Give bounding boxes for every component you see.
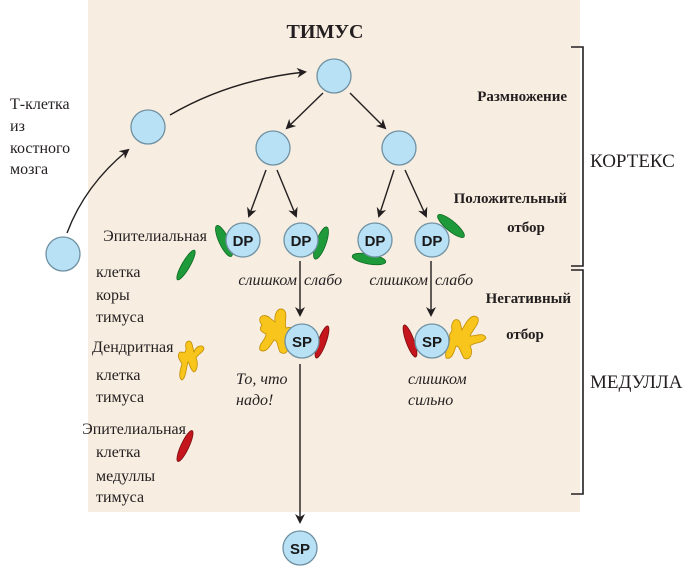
too-weak-right-1: слишком <box>369 272 428 289</box>
too-weak-left-2: слабо <box>304 272 342 289</box>
legend-line: клетка <box>96 264 140 281</box>
medulla-bracket <box>571 269 584 495</box>
legend-line: Эпителиальная <box>82 421 187 438</box>
sp-cell-label: SP <box>292 334 312 351</box>
legend-line: тимуса <box>96 489 144 506</box>
legend-cortex-epithelial: Эпителиальная клетка коры тимуса <box>96 228 208 326</box>
source-label: Т-клетка из костного мозга <box>10 96 70 178</box>
cortex-epithelial-cell <box>437 214 465 238</box>
dividing-cell <box>255 130 291 166</box>
legend-line: тимуса <box>96 309 144 326</box>
sp-cell-label: SP <box>422 334 442 351</box>
cortex-bracket <box>571 46 584 267</box>
source-label-line: Т-клетка <box>10 96 70 113</box>
sp-cell-label: SP <box>290 541 310 558</box>
dp-cell-label: DP <box>233 233 254 250</box>
just-right-1: То, что <box>236 371 288 388</box>
proliferation-arrow <box>285 92 324 130</box>
source-label-line: мозга <box>10 161 48 178</box>
medulla-epithelial-cell <box>402 324 418 358</box>
stage-positive-selection-2: отбор <box>507 220 545 236</box>
mature-sp-cell: SP <box>282 530 318 566</box>
stage-proliferation: Размножение <box>477 89 567 105</box>
too-weak-left-1: слишком <box>238 272 297 289</box>
legend-line: тимуса <box>96 389 144 406</box>
too-weak-right-2: слабо <box>435 272 473 289</box>
legend-line: клетка <box>96 444 140 461</box>
legend-medulla-epithelial: Эпителиальная клетка медуллы тимуса <box>82 421 187 506</box>
region-cortex: КОРТЕКС <box>590 151 675 172</box>
source-label-line: костного <box>10 140 70 157</box>
dp-cell-label: DP <box>422 233 443 250</box>
precursor-cell <box>45 236 81 272</box>
legend-line: Эпителиальная <box>103 228 208 245</box>
dp-cell: DP <box>357 222 393 258</box>
dp-cell: DP <box>283 222 319 258</box>
legend-dendritic-icon <box>177 340 205 381</box>
migration-arrow-1 <box>66 148 130 234</box>
legend-line: клетка <box>96 367 140 384</box>
legend-line: Дендритная <box>92 339 174 356</box>
branch-arrow <box>276 169 298 218</box>
just-right-2: надо! <box>236 392 273 409</box>
legend-dendritic: Дендритная клетка тимуса <box>92 339 174 406</box>
dividing-cell <box>381 130 417 166</box>
branch-arrow <box>376 169 395 218</box>
source-label-line: из <box>10 118 25 135</box>
stage-negative-selection-2: отбор <box>506 327 544 343</box>
dp-cell-label: DP <box>365 233 386 250</box>
stage-negative-selection-1: Негативный <box>486 291 572 307</box>
legend-line: коры <box>96 287 130 304</box>
legend-cortex-epithelial-icon <box>176 249 196 281</box>
dp-cell-label: DP <box>291 233 312 250</box>
stage-positive-selection-1: Положительный <box>454 191 568 207</box>
precursor-cell <box>316 58 352 94</box>
legend-line: медуллы <box>96 468 155 485</box>
dp-cell: DP <box>414 222 450 258</box>
migration-arrow-2 <box>169 67 307 116</box>
dendritic-cell <box>445 315 487 360</box>
dp-cell: DP <box>225 222 261 258</box>
branch-arrow <box>404 169 428 218</box>
diagram-title: ТИМУС <box>287 21 364 43</box>
too-strong-1: слишком <box>408 371 467 388</box>
branch-arrow <box>247 169 267 218</box>
legend-medulla-epithelial-icon <box>176 430 194 462</box>
precursor-cell <box>130 109 166 145</box>
sp-cell: SP <box>414 323 450 359</box>
region-medulla: МЕДУЛЛА <box>590 372 683 393</box>
sp-cell: SP <box>284 323 320 359</box>
proliferation-arrow <box>349 92 387 130</box>
too-strong-2: сильно <box>408 392 453 409</box>
